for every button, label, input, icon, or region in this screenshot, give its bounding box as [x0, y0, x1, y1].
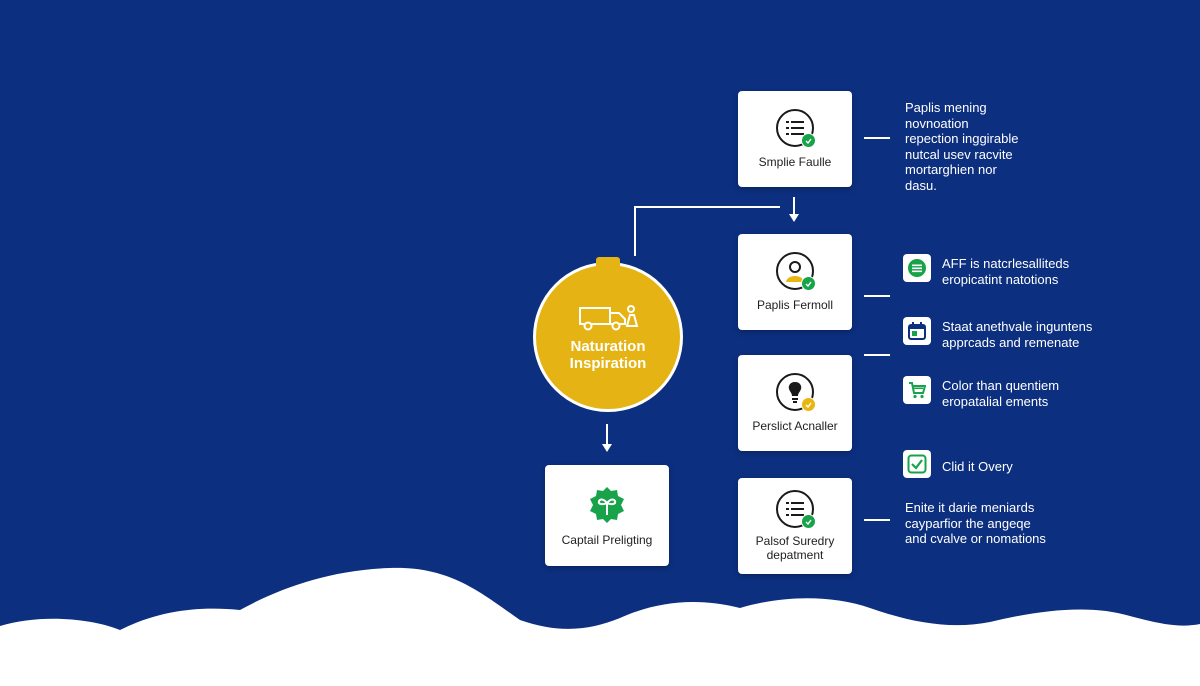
calendar-icon	[903, 317, 931, 345]
feature-line: Clid it Overy	[942, 459, 1013, 474]
desc-line: novnoation	[905, 115, 969, 131]
list-icon	[776, 490, 816, 529]
hub-title-line2: Inspiration	[569, 355, 647, 372]
card-label: Captail Preligting	[561, 532, 653, 547]
check-badge-icon	[801, 514, 816, 529]
feature-text-3: Color than quentiem eropatalial ements	[942, 378, 1059, 409]
hub-knob	[596, 257, 620, 267]
card-label: Paplis Fermoll	[756, 298, 834, 312]
dash-second	[864, 295, 890, 297]
feature-text-2: Staat anethvale inguntens apprcads and r…	[942, 319, 1092, 350]
card-perslict-acnaller[interactable]: Perslict Acnaller	[738, 355, 852, 451]
feature-line: AFF is natcrlesalliteds	[942, 256, 1070, 271]
hub-node[interactable]: Naturation Inspiration	[533, 257, 683, 412]
gold-badge-icon	[801, 397, 816, 412]
cloud-footer	[0, 567, 1200, 686]
desc-line: mortarghien nor	[905, 162, 997, 177]
list-icon	[776, 109, 816, 148]
dash-top	[864, 137, 890, 139]
desc-line: repection inggirable	[905, 131, 1019, 146]
description-top: Paplis mening novnoation repection inggi…	[905, 100, 1018, 193]
desc-line: Enite it darie meniards	[905, 500, 1035, 515]
desc-line: and cvalve or nomations	[905, 531, 1046, 546]
check-badge-icon	[801, 133, 816, 148]
card-captail-preligting[interactable]: Captail Preligting	[545, 465, 669, 566]
desc-line: dasu.	[905, 177, 937, 193]
dash-third	[864, 354, 890, 356]
lightbulb-icon	[776, 373, 816, 412]
feature-line: apprcads and remenate	[942, 334, 1080, 350]
card-palsof-suredry[interactable]: Palsof Suredry depatment	[738, 478, 852, 574]
checkbox-icon	[903, 450, 931, 478]
arrow-top-down	[789, 214, 799, 222]
card-smplie-faulle[interactable]: Smplie Faulle	[738, 91, 852, 187]
feature-line: eropicatint natotions	[942, 271, 1059, 287]
plant-badge-icon	[590, 486, 624, 523]
card-paplis-fermoll[interactable]: Paplis Fermoll	[738, 234, 852, 330]
feature-line: Color than quentiem	[942, 378, 1060, 393]
person-icon	[776, 252, 816, 291]
desc-line: cayparfior the angeqe	[905, 515, 1031, 531]
hub-title: Naturation Inspiration	[570, 338, 647, 372]
description-bottom: Enite it darie meniards cayparfior the a…	[905, 500, 1046, 547]
van-icon	[579, 305, 639, 331]
desc-line: Paplis mening	[905, 100, 987, 115]
cart-icon	[903, 376, 931, 404]
card-label: Smplie Faulle	[758, 155, 832, 169]
card-label: Perslict Acnaller	[752, 419, 838, 433]
card-label-line1: Palsof Suredry	[755, 534, 835, 548]
arrow-hub-down	[602, 444, 612, 452]
card-label: Palsof Suredry depatment	[756, 534, 835, 562]
feature-text-4: Clid it Overy	[942, 459, 1013, 475]
dash-bottom	[864, 519, 890, 521]
hub-title-line1: Naturation	[570, 338, 646, 355]
feature-line: eropatalial ements	[942, 393, 1049, 409]
desc-line: nutcal usev racvite	[905, 146, 1013, 162]
feature-line: Staat anethvale inguntens	[942, 319, 1093, 334]
feature-text-1: AFF is natcrlesalliteds eropicatint nato…	[942, 256, 1069, 287]
card-label-line2: depatment	[766, 548, 824, 562]
check-badge-icon	[801, 276, 816, 291]
circle-lines-icon	[903, 254, 931, 282]
